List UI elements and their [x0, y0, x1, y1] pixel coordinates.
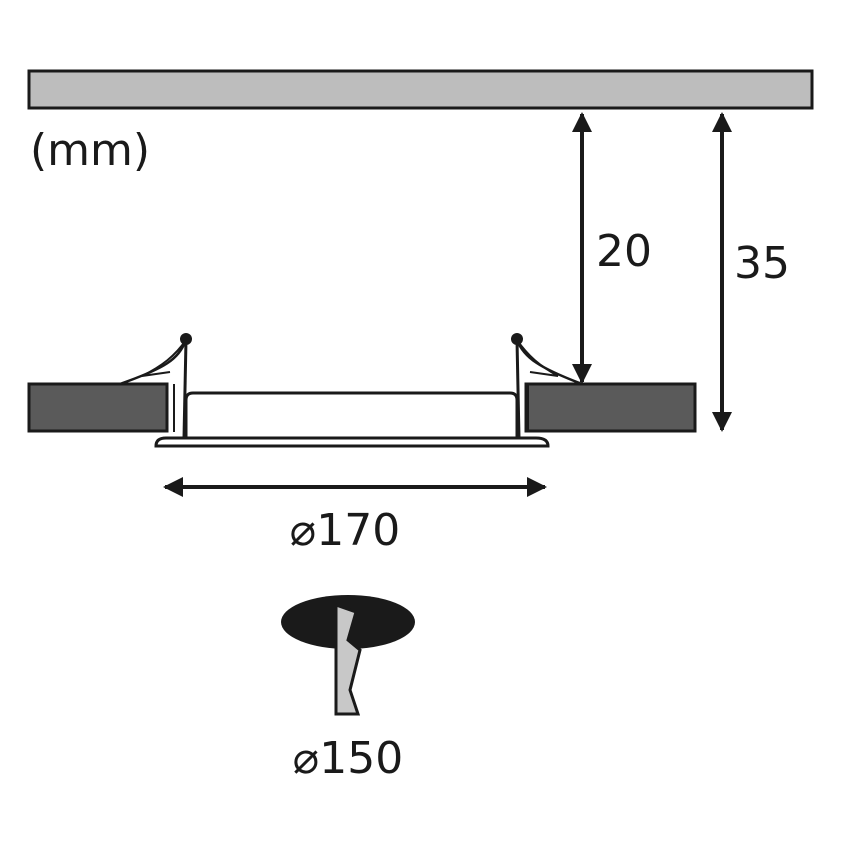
dimension-label-170: ⌀170: [290, 505, 400, 556]
dimension-label-150: ⌀150: [293, 733, 403, 784]
right-ceiling-panel: [524, 382, 697, 433]
unit-label: (mm): [30, 125, 150, 176]
left-ceiling-panel: [27, 382, 169, 433]
ceiling-bar: [27, 69, 814, 110]
hole-saw-cutout-icon: [281, 595, 415, 716]
right-spring-clip: [511, 333, 583, 439]
dimension-label-20: 20: [596, 226, 652, 277]
dimension-label-35: 35: [734, 238, 790, 289]
luminaire-body: [154, 391, 550, 448]
left-spring-clip: [119, 333, 192, 439]
